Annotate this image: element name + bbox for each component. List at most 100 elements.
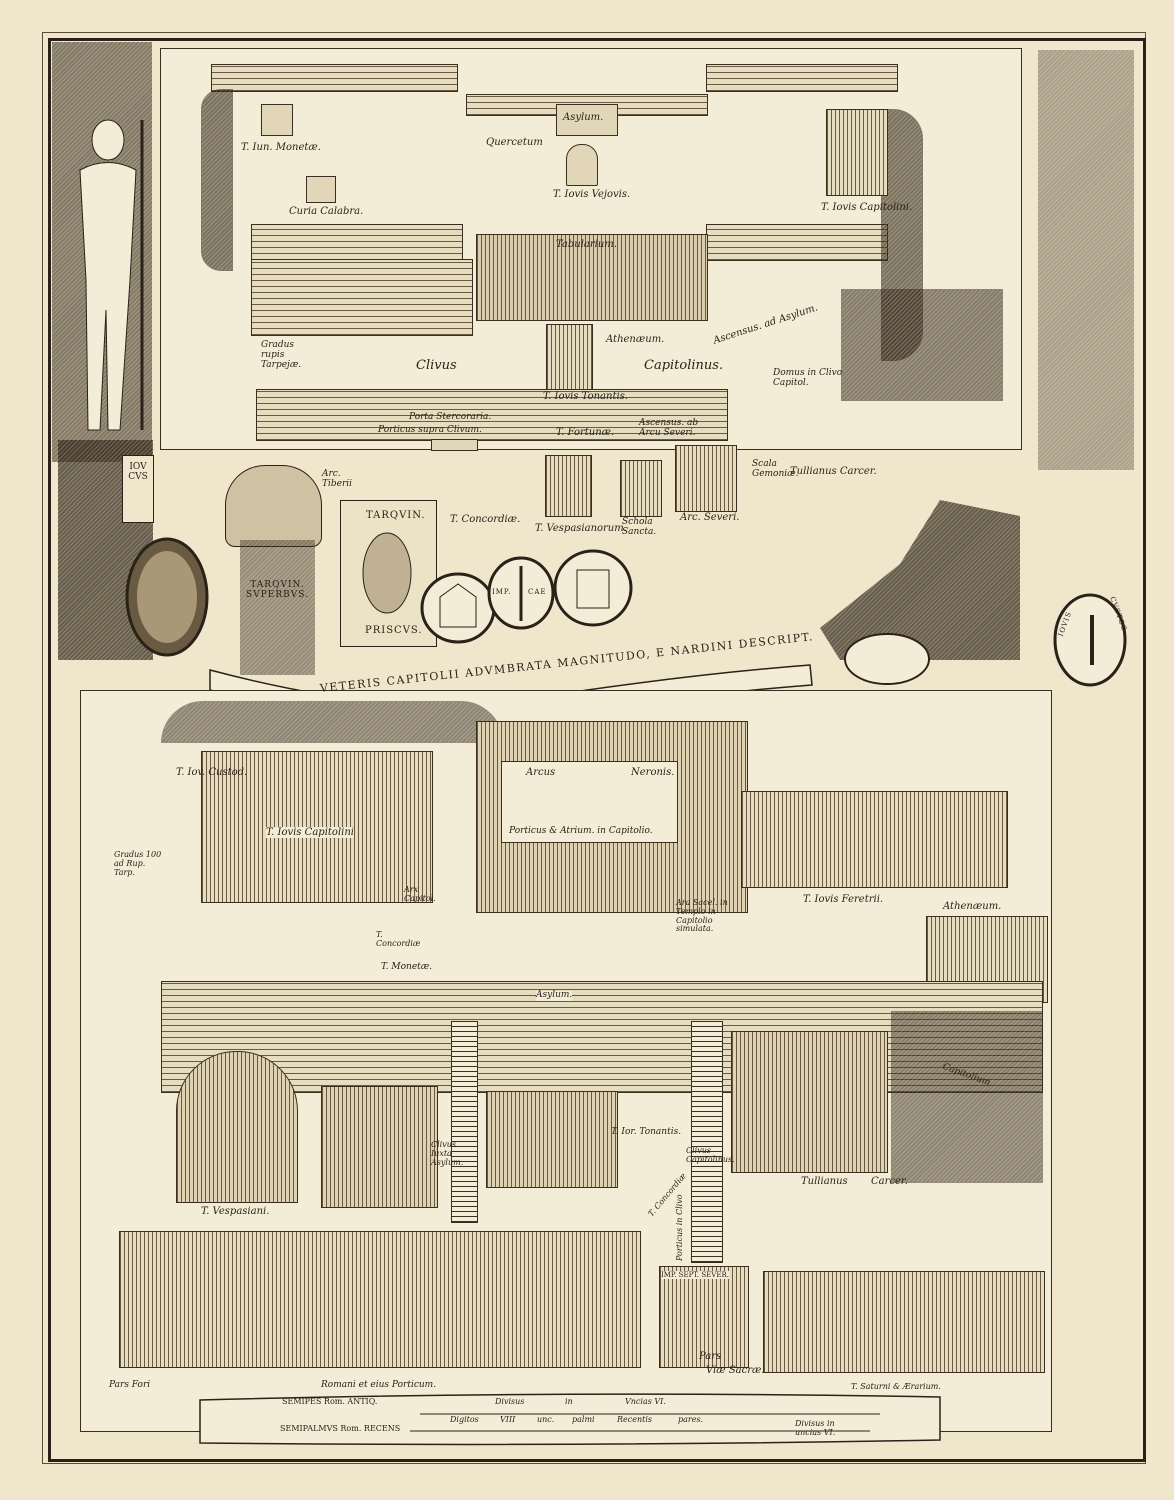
label-gradus-rupis: Gradus rupis Tarpejæ. — [261, 340, 302, 370]
scale-unc: unc. — [537, 1415, 555, 1424]
label-schola-sancta: Schola Sancta. — [622, 517, 657, 537]
label-t-concordiae: T. Concordiæ. — [450, 514, 521, 525]
right-ruin-column — [1038, 50, 1134, 470]
label-porticus-in-clivo: Porticus in Clivo — [675, 1194, 684, 1261]
coin-column — [487, 556, 555, 630]
label-t-iovis-feretrii: T. Iovis Feretrii. — [803, 894, 884, 905]
top-view-panel: T. Iun. Monetæ. Curia Calabra. Asylum. Q… — [160, 48, 1022, 451]
clivus-wall — [256, 389, 728, 441]
scale-pares: pares. — [678, 1415, 704, 1424]
temple-schola-top — [620, 460, 662, 517]
label-arx-capitol: Arx Capitol. — [404, 885, 436, 903]
coin-inscription-imp: IMP. — [492, 588, 512, 596]
scale-semipalmus: SEMIPALMVS Rom. RECENS — [280, 1424, 401, 1433]
athenaeum-temple — [546, 324, 593, 391]
vejovis-temple — [566, 144, 598, 186]
medallion-rostra — [844, 633, 930, 685]
label-ascensus-ad-asylum: Ascensus. ad Asylum. — [711, 302, 820, 347]
arcus-neronis-court — [501, 761, 678, 843]
round-temple-vespasiani — [176, 1051, 298, 1203]
label-arc-tiberii: Arc. Tiberii — [322, 469, 354, 490]
label-t-saturni: T. Saturni & Ærarium. — [851, 1382, 941, 1391]
forum-portico — [119, 1231, 641, 1368]
temple-vespasian-top — [545, 455, 592, 517]
domus-buildings — [841, 289, 1003, 401]
medallion-iovis-custos — [1053, 593, 1127, 687]
label-porticus-supra-clivum: Porticus supra Clivum. — [378, 425, 482, 435]
wall-curve-left — [201, 89, 233, 271]
curia-calabra-building — [306, 176, 336, 203]
priscus-portrait — [362, 532, 412, 614]
plate-border — [48, 38, 1146, 1462]
coin-shrine — [553, 549, 633, 627]
label-porticus-atrium: Porticus & Atrium. in Capitolio. — [509, 826, 653, 836]
coin-inscription-cae: CAE — [528, 588, 547, 596]
arch-septimius-severus — [659, 1266, 749, 1368]
stairway-clivus — [451, 1021, 478, 1223]
label-domus-in-clivo: Domus in Clivo Capitol. — [773, 368, 843, 388]
label-pars: Pars — [699, 1351, 722, 1362]
scale-in: in — [565, 1397, 573, 1406]
label-ascensus-ab-arcu: Ascensus. ab Arcu Severi. — [639, 418, 699, 438]
wall-right-mid — [706, 224, 888, 261]
label-t-iovis-vejovis: T. Iovis Vejovis. — [553, 189, 631, 200]
pedestal-superbus — [240, 540, 315, 675]
label-clivus: Clivus — [416, 358, 457, 373]
label-ara-sacel: Ara Sacel. in Templo in Capitolio simula… — [676, 898, 728, 934]
inscription-tarquin-superbus: TARQVIN. SVPERBVS. — [246, 580, 309, 600]
inscription-priscus: PRISCVS. — [365, 625, 423, 636]
wall-left-mid — [251, 224, 463, 261]
tabularium-building — [476, 234, 708, 321]
label-arc-severi: Arc. Severi. — [680, 512, 740, 523]
label-t-vespasianorum: T. Vespasianorum. — [535, 523, 627, 534]
label-t-iun-monetae: T. Iun. Monetæ. — [241, 142, 321, 153]
scale-uncias-vi: Vncias VI. — [625, 1397, 666, 1406]
temple-ior-tonantis — [486, 1091, 618, 1188]
label-neronis: Neronis. — [631, 767, 675, 778]
long-portico-right — [891, 1011, 1043, 1183]
label-asylum: Asylum. — [563, 112, 604, 123]
bust-tarquinius-superbus — [225, 465, 322, 547]
label-t-iovis-tonantis: T. Iovis Tonantis. — [543, 391, 628, 402]
label-asylum: Asylum. — [536, 990, 573, 1001]
label-athenaeum: Athenæum. — [606, 334, 665, 345]
arch-severus-top — [675, 445, 737, 512]
label-pars-fori: Pars Fori — [109, 1380, 151, 1390]
label-tullianus-carcer: Tullianus Carcer. — [790, 466, 877, 477]
label-tullianus: Tullianus — [801, 1176, 848, 1187]
temple-saturni — [763, 1271, 1045, 1373]
scale-semipes: SEMIPES Rom. ANTIQ. — [282, 1397, 378, 1406]
lower-terrace — [251, 259, 473, 336]
label-t-fortunae: T. Fortunæ. — [556, 427, 615, 438]
label-curia-calabra: Curia Calabra. — [289, 206, 364, 217]
label-athenaeum: Athenæum. — [943, 901, 1002, 912]
label-quercetum: Quercetum — [486, 137, 543, 148]
scale-palmi: palmi — [572, 1415, 595, 1424]
hercules-statue — [79, 119, 144, 431]
scale-viii: VIII — [500, 1415, 516, 1424]
scale-digitos: Digitos — [450, 1415, 479, 1424]
label-t-concordiae: T. Concordiæ — [376, 930, 421, 948]
label-t-ior-tonantis: T. Ior. Tonantis. — [611, 1127, 682, 1137]
label-tabularium: Tabularium. — [556, 239, 617, 250]
label-clivus-iuxta: Clivus Iuxta Asylum. — [431, 1140, 464, 1167]
scale-scroll — [199, 1393, 941, 1446]
concordia-temple — [431, 439, 478, 451]
temple-concordiae — [321, 1086, 438, 1208]
label-t-vespasiani: T. Vespasiani. — [201, 1206, 270, 1217]
label-imp-sept-sever: IMP. SEPT. SEVER. — [661, 1271, 729, 1279]
label-arcus: Arcus — [526, 767, 556, 778]
inscription-tarquin: TARQVIN. — [366, 510, 426, 521]
medallion-left — [125, 537, 209, 657]
wall-left-top — [211, 64, 458, 92]
label-porta-stercoraria: Porta Stercoraria. — [409, 412, 492, 422]
wall-right-top — [706, 64, 898, 92]
label-t-iovis-capitolini: T. Iovis Capitolini. — [821, 202, 913, 213]
label-capitolinus: Capitolinus. — [644, 358, 724, 373]
label-viae-sacrae: Viæ Sacræ. — [706, 1365, 765, 1376]
label-t-monetae: T. Monetæ. — [381, 962, 433, 972]
tullianus-carcer-building — [731, 1031, 888, 1173]
monetae-temple — [261, 104, 293, 136]
label-carcer: Carcer. — [871, 1176, 908, 1187]
pedestal-inscription: IOV CVS — [122, 455, 154, 523]
